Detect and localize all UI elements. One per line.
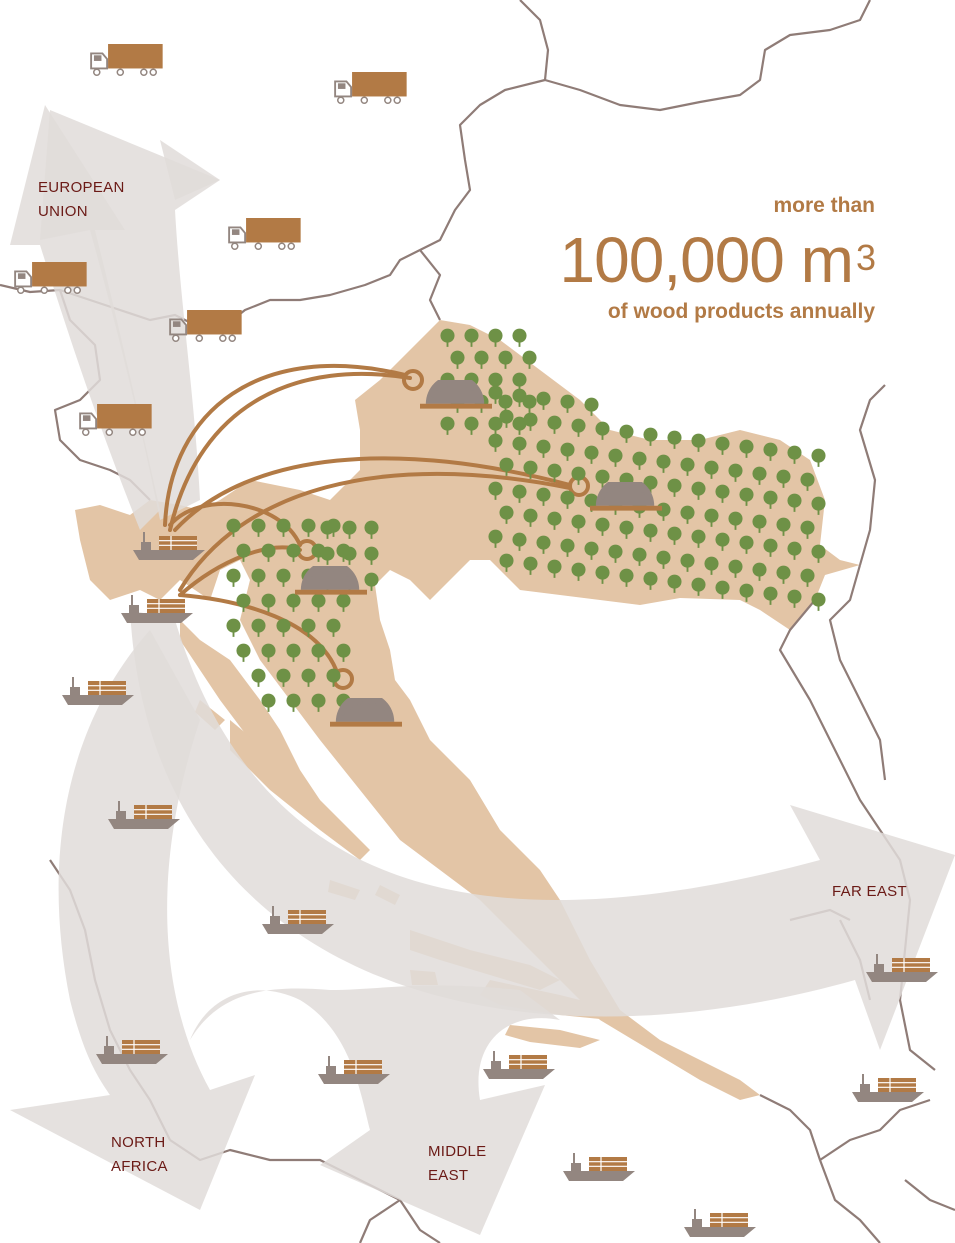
truck-icon bbox=[90, 44, 164, 76]
stat-prefix: more than bbox=[773, 194, 875, 217]
tree-icon bbox=[811, 448, 826, 467]
cargo-ship-icon bbox=[483, 1050, 555, 1079]
arrow-middle-east bbox=[190, 985, 560, 1235]
stat-unit-superscript: 3 bbox=[855, 237, 876, 278]
tree-icon bbox=[251, 668, 266, 687]
tree-icon bbox=[236, 643, 251, 662]
cargo-ship-icon bbox=[133, 531, 205, 560]
tree-icon bbox=[226, 618, 241, 637]
region-label-far-east: FAR EAST bbox=[832, 883, 907, 900]
stat-suffix: of wood products annually bbox=[607, 300, 875, 323]
cargo-ship-icon bbox=[852, 1073, 924, 1102]
tree-icon bbox=[226, 568, 241, 587]
cargo-ship-icon bbox=[262, 905, 334, 934]
arrow-far-east bbox=[130, 610, 955, 1050]
stat-number: 100,000 m bbox=[559, 224, 854, 296]
cargo-ship-icon bbox=[121, 594, 193, 623]
tree-icon bbox=[512, 328, 527, 347]
cargo-ship-icon bbox=[563, 1152, 635, 1181]
export-arrows bbox=[10, 105, 955, 1235]
stat-value: 100,000 m3 bbox=[559, 224, 876, 296]
cargo-ship-icon bbox=[866, 953, 938, 982]
arrow-eu-main bbox=[40, 110, 220, 520]
region-label-eu: EUROPEAN UNION bbox=[38, 179, 125, 220]
region-label-north-africa: NORTH AFRICA bbox=[111, 1134, 168, 1175]
tree-icon bbox=[811, 592, 826, 611]
cargo-ship-icon bbox=[108, 800, 180, 829]
truck-icon bbox=[334, 72, 408, 104]
cargo-ship-icon bbox=[684, 1208, 756, 1237]
cargo-ship-icon bbox=[62, 676, 134, 705]
cargo-ship-icon bbox=[318, 1055, 390, 1084]
region-label-middle-east: MIDDLE EAST bbox=[428, 1143, 487, 1184]
cargo-ship-icon bbox=[96, 1035, 168, 1064]
truck-icon bbox=[228, 218, 302, 250]
truck-icon bbox=[14, 262, 88, 294]
supply-routes bbox=[163, 364, 572, 677]
arrow-north-africa bbox=[10, 630, 255, 1210]
